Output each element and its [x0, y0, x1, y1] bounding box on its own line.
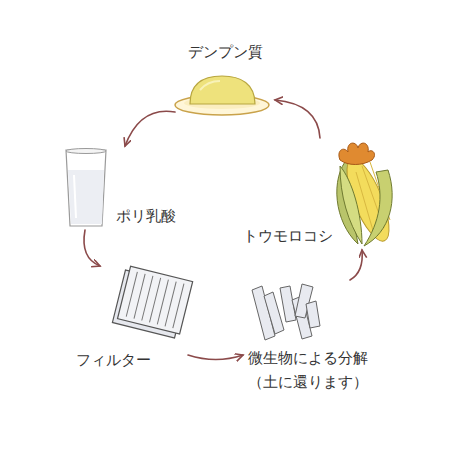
corn-illustration [337, 143, 398, 246]
cycle-arrow [188, 355, 243, 360]
cycle-step: デンプン質 [175, 38, 275, 120]
cycle-arrow [275, 100, 320, 138]
cycle-arrow [350, 250, 362, 280]
cycle-step: フィルター [74, 266, 188, 374]
step-label: 微生物による分解 （土に還ります） [248, 346, 378, 394]
cycle-arrow [125, 111, 175, 146]
cycle-step: 微生物による分解 （土に還ります） [243, 280, 383, 396]
glass-illustration [66, 149, 106, 227]
decomposed-strips-illustration [252, 284, 320, 340]
cycle-step: ポリ乳酸 [60, 146, 180, 230]
cycle-step: トウモロコシ [241, 138, 394, 250]
starch-illustration [175, 76, 269, 115]
cycle-arrow [84, 230, 100, 266]
step-label: デンプン質 [188, 40, 263, 64]
filter-illustration [112, 265, 192, 339]
step-label: フィルター [76, 348, 151, 372]
step-label: ポリ乳酸 [116, 204, 176, 228]
step-label: トウモロコシ [243, 224, 333, 248]
